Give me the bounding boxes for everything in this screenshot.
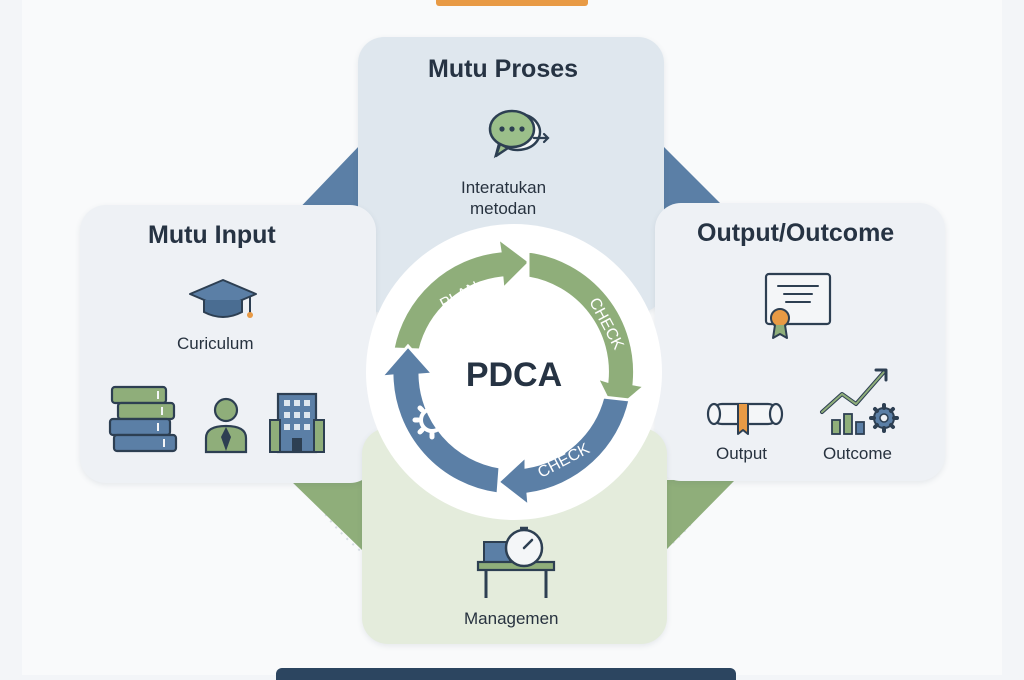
act-arrow: [377, 343, 502, 496]
curiculum-label: Curiculum: [177, 334, 254, 353]
pdca-center-label: PDCA: [466, 356, 562, 394]
plan-arrow: [391, 234, 533, 352]
managemen-label: Managemen: [464, 609, 559, 628]
wedge-top-right: [662, 145, 735, 218]
outcome-label: Outcome: [823, 444, 892, 463]
wedge-top-left: [290, 145, 360, 218]
check-arrow-bottom: [495, 395, 632, 510]
output-outcome-card: [655, 203, 945, 481]
mutu-proses-caption-1: Interatukan: [461, 178, 547, 197]
graduation-cap-icon: [189, 279, 257, 318]
cycle-center: [432, 290, 596, 454]
check-arrow-right: [526, 249, 649, 415]
top-accent-tab: [436, 0, 588, 6]
chat-bubbles-icon: [488, 109, 550, 159]
books-stack-icon: [108, 385, 178, 453]
building-icon: [269, 392, 325, 454]
desk-timer-icon: [476, 526, 556, 598]
certificate-icon: [764, 272, 832, 339]
mutu-input-title: Mutu Input: [148, 221, 276, 249]
bottom-banner-edge: [276, 668, 736, 680]
output-label: Output: [716, 444, 768, 463]
output-outcome-title: Output/Outcome: [697, 219, 895, 247]
gear-icon: [412, 400, 452, 440]
mutu-proses-title: Mutu Proses: [428, 55, 579, 83]
person-icon: [204, 397, 248, 454]
wedge-bottom-left: [290, 480, 362, 550]
mutu-proses-caption-2: metodan: [470, 199, 537, 218]
wedge-bottom-right: [666, 480, 735, 550]
growth-chart-gear-icon: [820, 368, 899, 435]
diploma-scroll-icon: [706, 402, 784, 435]
